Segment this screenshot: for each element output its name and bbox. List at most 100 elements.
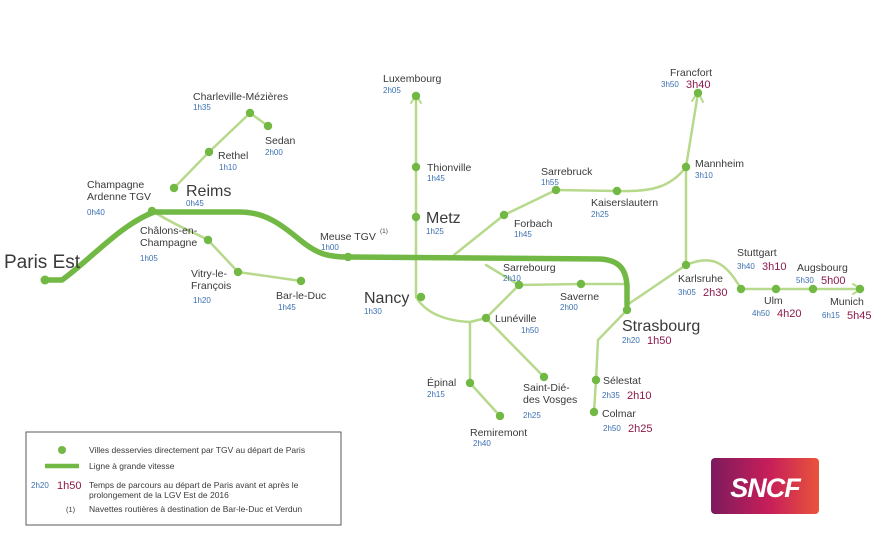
station-augsbourg-icon [808,284,818,294]
sncf-logo: SNCF [711,458,819,514]
time-before-sarrebourg: 2h10 [503,274,521,283]
time-before-selestat: 2h35 [602,391,620,400]
time-before-saintdie: 2h25 [523,411,541,420]
station-karlsruhe-icon [681,260,691,270]
time-after-augsbourg: 5h00 [821,275,845,287]
time-before-munich: 6h15 [822,311,840,320]
time-before-luxembourg: 2h05 [383,86,401,95]
station-munich-icon [855,284,865,294]
sncf-logo-text: SNCF [730,473,802,503]
legend-text-4: Navettes routières à destination de Bar-… [89,504,302,514]
time-before-strasbourg: 2h20 [622,336,640,345]
time-after-strasbourg: 1h50 [647,335,671,347]
city-label-sarrebruck: Sarrebruck [541,166,593,178]
legend-dot-icon [58,446,66,454]
city-label-luneville: Lunéville [495,313,537,325]
legend-text-3: Temps de parcours au départ de Paris ava… [89,480,299,500]
classic-line-8 [452,91,700,257]
stations [40,88,865,421]
city-label-mannheim: Mannheim [695,158,744,170]
time-before-reims: 0h45 [186,199,204,208]
city-label-forbach: Forbach [514,218,553,230]
station-champagne-icon [147,206,157,216]
city-label-strasbourg: Strasbourg [622,318,700,335]
station-saverne-icon [576,279,586,289]
city-label-paris: Paris Est [4,252,81,273]
station-luneville-icon [481,313,491,323]
classic-line-6 [484,316,546,379]
classic-line-5 [468,320,502,418]
city-label-charleville: Charleville-Mézières [193,91,288,103]
city-label-reims: Reims [186,183,231,200]
station-rethel-icon [204,147,214,157]
city-label-sarrebourg: Sarrebourg [503,262,556,274]
city-label-chalons: Châlons-en-Champagne [140,225,198,249]
station-paris-icon [40,275,50,285]
station-thionville-icon [411,162,421,172]
station-charleville-icon [245,108,255,118]
station-metz-icon [411,212,421,222]
time-before-meuse: 1h00 [321,243,339,252]
time-before-francfort: 3h50 [661,80,679,89]
legend: Villes desservies directement par TGV au… [25,431,342,526]
time-before-vitry: 1h20 [193,296,211,305]
time-before-sedan: 2h00 [265,148,283,157]
station-selestat-icon [591,375,601,385]
station-francfort-icon [693,88,703,98]
city-label-kaiserslautern: Kaiserslautern [591,197,658,209]
time-after-ulm: 4h20 [777,308,801,320]
time-after-colmar: 2h25 [628,423,652,435]
station-ulm-icon [771,284,781,294]
time-after-selestat: 2h10 [627,390,651,402]
time-before-thionville: 1h45 [427,174,445,183]
lgv-est-line [42,209,630,308]
time-before-kaiserslautern: 2h25 [591,210,609,219]
station-remiremont-icon [495,411,505,421]
time-before-epinal: 2h15 [427,390,445,399]
sncf-logo-box [711,458,819,514]
time-after-stuttgart: 3h10 [762,261,786,273]
city-label-saintdie: Saint-Dié-des Vosges [523,382,577,406]
high-speed-lines [42,209,630,308]
time-before-rethel: 1h10 [219,163,237,172]
time-before-mannheim: 3h10 [695,171,713,180]
time-before-saverne: 2h00 [560,303,578,312]
time-before-karlsruhe: 3h05 [678,288,696,297]
station-nancy-icon [416,292,426,302]
legend-box [25,431,342,526]
time-before-barleduc: 1h45 [278,303,296,312]
classic-line-9 [592,308,629,414]
city-label-stuttgart: Stuttgart [737,247,777,259]
time-after-karlsruhe: 2h30 [703,287,727,299]
station-sarrebourg-icon [514,280,524,290]
station-reims-icon [169,183,179,193]
station-kaiserslautern-icon [612,186,622,196]
city-label-saverne: Saverne [560,291,599,303]
station-epinal-icon [465,378,475,388]
time-before-charleville: 1h35 [193,103,211,112]
station-sedan-icon [263,121,273,131]
time-before-remiremont: 2h40 [473,439,491,448]
time-after-munich: 5h45 [847,310,871,322]
classic-line-7 [484,263,521,287]
city-label-colmar: Colmar [602,408,636,420]
city-label-meuse: Meuse TGV [320,231,376,243]
station-chalons-icon [203,235,213,245]
time-before-stuttgart: 3h40 [737,262,755,271]
time-before-sarrebruck: 1h55 [541,178,559,187]
time-before-metz: 1h25 [426,227,444,236]
time-before-champagne: 0h40 [87,208,105,217]
time-before-augsbourg: 5h30 [796,276,814,285]
city-label-sedan: Sedan [265,135,296,147]
time-before-chalons: 1h05 [140,254,158,263]
time-before-forbach: 1h45 [514,230,532,239]
city-label-epinal: Épinal [427,376,456,389]
legend-time-before: 2h20 [31,481,49,490]
station-vitry-icon [233,267,243,277]
city-label-vitry: Vitry-le-François [191,268,231,292]
station-strasbourg-icon [622,305,632,315]
city-label-barleduc: Bar-le-Duc [276,290,326,302]
footnote-mark: (1) [380,228,388,235]
